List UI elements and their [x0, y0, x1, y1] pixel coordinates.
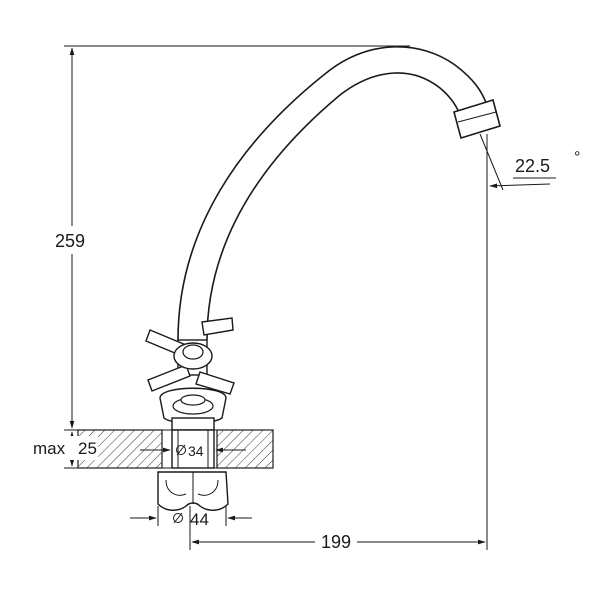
hole-diameter-value: 34	[188, 443, 204, 459]
spout	[177, 46, 488, 341]
aerator	[453, 98, 501, 140]
thickness-value: 25	[78, 439, 97, 458]
angle-dimension: 22.5 °	[479, 133, 580, 196]
height-dimension: 259	[48, 45, 410, 431]
thickness-prefix: max	[33, 439, 66, 458]
valve-body	[159, 387, 227, 431]
hole-diameter-dimension: 34	[140, 443, 246, 459]
mounting-nut	[157, 471, 229, 511]
diameter-symbol-icon	[176, 445, 186, 455]
base-diameter-value: 44	[190, 510, 209, 529]
countertop-section	[77, 429, 274, 469]
reach-dimension: 199	[189, 140, 488, 552]
height-value: 259	[55, 231, 85, 251]
thickness-dimension: max 25	[30, 431, 98, 469]
angle-unit: °	[574, 149, 580, 166]
cross-handle	[145, 317, 235, 395]
shank	[171, 429, 215, 469]
reach-value: 199	[321, 532, 351, 552]
base-diameter-dimension: 44	[130, 506, 252, 529]
faucet-body	[145, 46, 501, 511]
diameter-symbol-icon	[173, 513, 183, 523]
angle-value: 22.5	[515, 156, 550, 176]
